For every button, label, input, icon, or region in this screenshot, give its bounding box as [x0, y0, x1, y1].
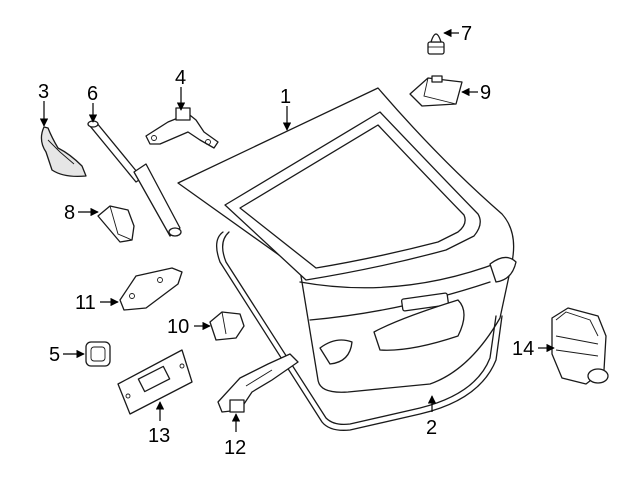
bracket-part-11	[119, 267, 183, 311]
callout-11: 11	[75, 292, 96, 314]
latch-part-10	[209, 311, 245, 341]
bracket-part-8	[97, 205, 135, 243]
callout-8: 8	[64, 202, 75, 224]
strut-part-6	[87, 120, 182, 237]
callout-3: 3	[38, 81, 49, 103]
camera-part-14	[551, 307, 609, 385]
weatherstrip-part-2	[216, 231, 503, 431]
callout-12: 12	[224, 437, 246, 459]
callout-1: 1	[280, 86, 291, 108]
callout-9: 9	[480, 82, 491, 104]
callout-5: 5	[49, 344, 60, 366]
callout-14: 14	[512, 338, 534, 360]
trim-part-3	[40, 126, 87, 178]
callout-13: 13	[148, 425, 170, 447]
light-part-9	[409, 75, 463, 107]
liftgate-part-1	[177, 87, 517, 393]
callout-2: 2	[426, 417, 437, 439]
lock-part-12	[217, 353, 299, 413]
bulb-part-7	[427, 33, 445, 55]
plate-part-13	[117, 349, 193, 415]
callout-4: 4	[175, 67, 186, 89]
callout-10: 10	[167, 316, 189, 338]
cap-part-5	[85, 341, 111, 367]
hinge-part-4	[145, 107, 219, 149]
callout-6: 6	[87, 83, 98, 105]
callout-7: 7	[461, 23, 472, 45]
